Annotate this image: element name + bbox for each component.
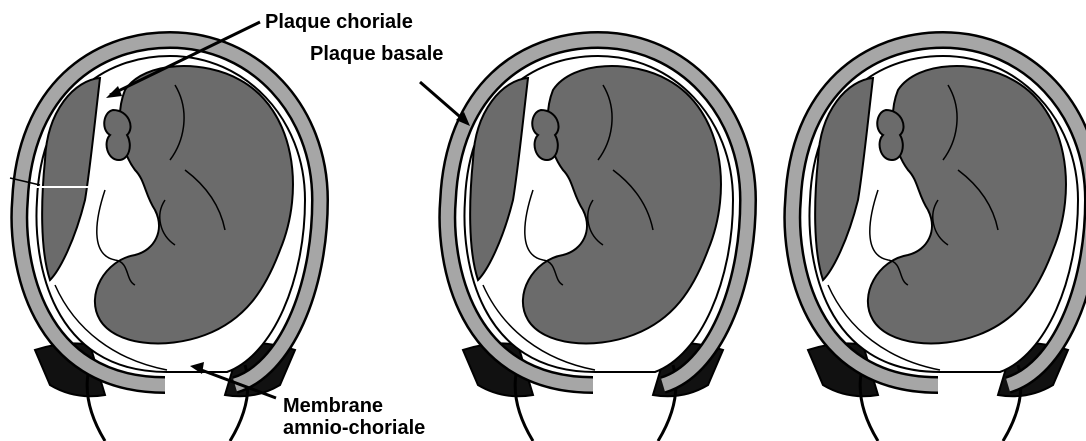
label-membrane-amnio-choriale: Membrane amnio-choriale [190, 362, 425, 439]
membrane-line1-text: Membrane [283, 395, 383, 417]
panel-3-illustration [792, 40, 1086, 441]
label-plaque-basale: Plaque basale [310, 43, 470, 126]
plaque-basale-text: Plaque basale [310, 43, 443, 65]
panel-2-illustration [447, 40, 748, 441]
panel-1-illustration [19, 40, 320, 441]
plaque-choriale-text: Plaque choriale [265, 11, 413, 33]
membrane-line2-text: amnio-choriale [283, 417, 425, 439]
